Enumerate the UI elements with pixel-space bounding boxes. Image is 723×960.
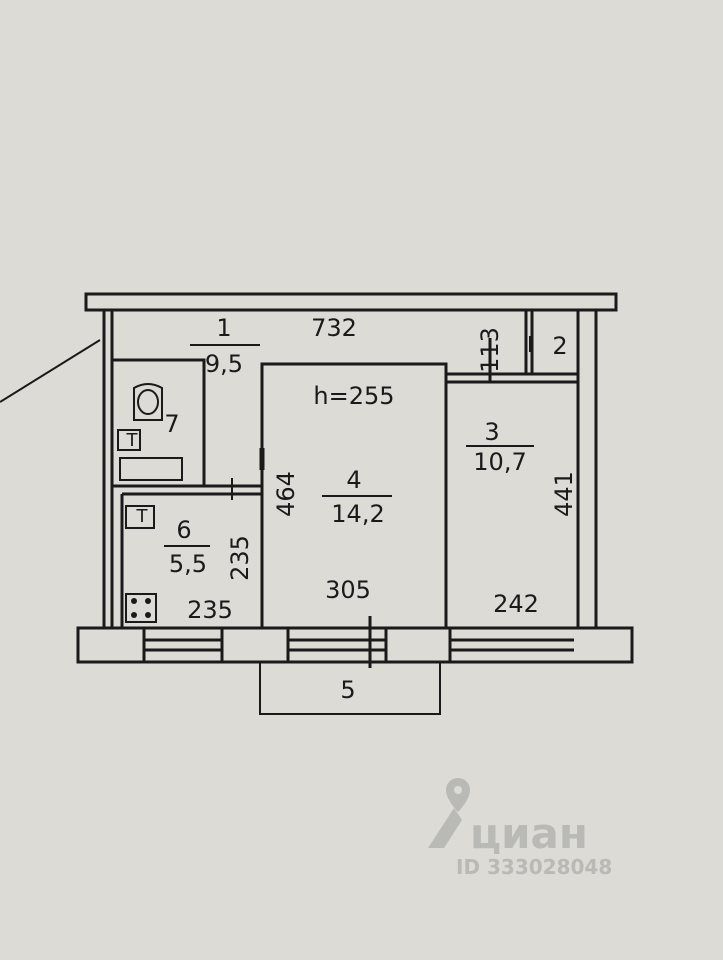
room5-number: 5 [340, 676, 355, 704]
watermark-id: ID 333028048 [456, 855, 612, 879]
toilet [133, 383, 163, 421]
room1-area: 9,5 [205, 350, 243, 378]
ceiling-height: h=255 [313, 382, 394, 410]
room7-number: 7 [164, 410, 179, 438]
labels: 1 9,5 732 113 2 h=255 7 T 3 10,7 441 4 1… [126, 314, 579, 704]
fraction-lines [164, 344, 534, 547]
balcony [259, 661, 441, 715]
bath-tap-mark: T [126, 430, 139, 451]
bathroom-fixtures [117, 383, 183, 481]
stove [125, 593, 157, 623]
room4-number: 4 [346, 466, 361, 494]
room4-area: 14,2 [331, 500, 384, 528]
room2-number: 2 [552, 332, 567, 360]
room6-number: 6 [176, 516, 191, 544]
location-pin-icon [446, 778, 470, 812]
kitchen-width: 235 [187, 596, 233, 624]
closet-depth: 113 [476, 327, 504, 373]
kitchen-sink [125, 505, 155, 529]
top-wall [84, 292, 618, 312]
room3-width: 242 [493, 590, 539, 618]
room4-walls [260, 362, 448, 630]
kitchen-length: 235 [226, 535, 254, 581]
cian-logo-icon [428, 808, 462, 848]
corridor-length: 732 [311, 314, 357, 342]
partitions [110, 310, 578, 630]
watermark-brand: циан [470, 809, 588, 858]
kitchen-sink-mark: T [136, 506, 149, 527]
room4-length: 464 [272, 471, 300, 517]
washbasin [117, 429, 141, 451]
room1-number: 1 [216, 314, 231, 342]
watermark: циан ID 333028048 [428, 778, 612, 879]
bathroom-walls [110, 358, 206, 488]
room6-area: 5,5 [169, 550, 207, 578]
bathtub [119, 457, 183, 481]
room3-area: 10,7 [473, 448, 526, 476]
windows [142, 616, 574, 668]
kitchen-fixtures [125, 505, 157, 623]
room3-length: 441 [550, 471, 578, 517]
room3-number: 3 [484, 418, 499, 446]
bottom-wall [76, 626, 634, 664]
room4-width: 305 [325, 576, 371, 604]
leader-line [0, 339, 101, 403]
